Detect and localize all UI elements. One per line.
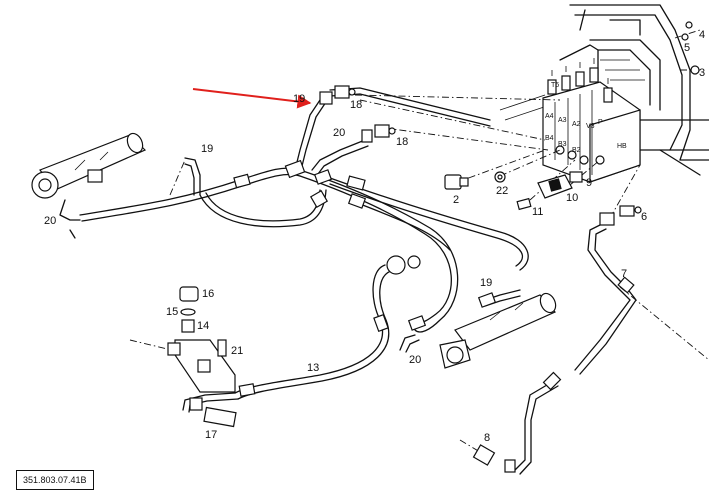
callout-19-lower: 19 xyxy=(480,277,492,289)
right-cylinder xyxy=(439,292,557,369)
callouts: 19 18 20 18 19 20 2 22 11 10 9 6 7 16 15… xyxy=(44,29,705,444)
callout-20-left: 20 xyxy=(44,215,56,227)
callout-4: 4 xyxy=(699,29,705,41)
valve-label-v3: V3 xyxy=(586,123,595,130)
callout-7: 7 xyxy=(621,268,627,280)
callout-20-lower: 20 xyxy=(409,354,421,366)
callout-22: 22 xyxy=(496,185,508,197)
callout-19-left: 19 xyxy=(201,143,213,155)
valve-label-a2: A2 xyxy=(572,121,581,128)
valve-label-t6: T6 xyxy=(551,82,559,89)
callout-10: 10 xyxy=(566,192,578,204)
valve-label-p: P xyxy=(598,119,603,126)
left-cylinder xyxy=(31,132,147,199)
fittings xyxy=(167,21,700,473)
valve-label-hb: HB xyxy=(617,143,627,150)
callout-9: 9 xyxy=(586,177,592,189)
callout-15: 15 xyxy=(166,306,178,318)
callout-13: 13 xyxy=(307,362,319,374)
callout-5: 5 xyxy=(684,42,690,54)
control-valve-block: T6 A4 A3 A2 V3 P B4 B3 B2 HB xyxy=(542,58,641,183)
valve-label-a3: A3 xyxy=(558,117,567,124)
callout-17: 17 xyxy=(205,429,217,441)
tractor-frame xyxy=(499,4,709,176)
valve-label-a4: A4 xyxy=(545,113,554,120)
callout-18-top: 18 xyxy=(350,99,362,111)
callout-16: 16 xyxy=(202,288,214,300)
callout-19-top: 19 xyxy=(293,93,305,105)
callout-14: 14 xyxy=(197,320,209,332)
reference-number: 351.803.07.41B xyxy=(16,470,94,490)
callout-3: 3 xyxy=(699,67,705,79)
callout-8: 8 xyxy=(484,432,490,444)
valve-label-b3: B3 xyxy=(558,141,567,148)
valve-label-b2: B2 xyxy=(572,147,581,154)
callout-11: 11 xyxy=(532,206,543,218)
callout-6: 6 xyxy=(641,211,647,223)
callout-18-mid: 18 xyxy=(396,136,408,148)
callout-2: 2 xyxy=(453,194,459,206)
valve-label-b4: B4 xyxy=(545,135,554,142)
red-pointer-arrow xyxy=(192,88,312,109)
callout-21: 21 xyxy=(231,345,243,357)
callout-20-top: 20 xyxy=(333,127,345,139)
